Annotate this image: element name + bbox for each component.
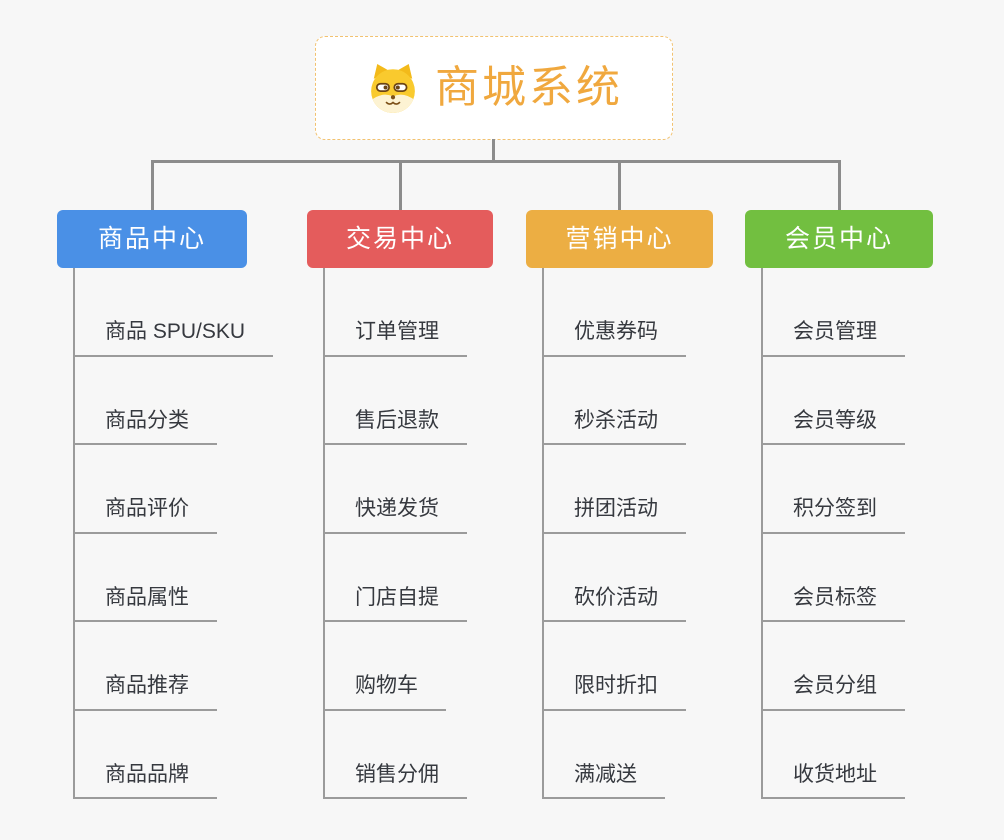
leaf-label: 商品评价 bbox=[73, 496, 217, 534]
branch-label: 交易中心 bbox=[345, 224, 454, 253]
branch-leaves: 商品 SPU/SKU 商品分类 商品评价 商品属性 商品推荐 商品品牌 bbox=[57, 268, 274, 799]
branch-3: 营销中心 优惠券码 秒杀活动 拼团活动 砍价活动 限时折扣 满减送 bbox=[526, 160, 713, 799]
leaf-label: 商品属性 bbox=[73, 585, 217, 622]
leaf-label: 收货地址 bbox=[761, 762, 905, 799]
branch-header[interactable]: 交易中心 bbox=[307, 210, 493, 268]
branch-drop-connector bbox=[398, 160, 402, 210]
leaf-label: 会员等级 bbox=[761, 408, 905, 445]
leaf-label: 砍价活动 bbox=[542, 585, 686, 622]
root-stem-connector bbox=[492, 139, 495, 163]
leaf-label: 秒杀活动 bbox=[542, 408, 686, 445]
leaf-node[interactable]: 商品属性 bbox=[57, 534, 273, 622]
branch-leaves: 优惠券码 秒杀活动 拼团活动 砍价活动 限时折扣 满减送 bbox=[526, 268, 713, 799]
leaf-label: 限时折扣 bbox=[542, 673, 686, 711]
leaf-label: 会员管理 bbox=[761, 319, 905, 357]
leaf-label: 商品 SPU/SKU bbox=[73, 319, 274, 357]
leaf-label: 会员标签 bbox=[761, 585, 905, 622]
leaf-node[interactable]: 销售分佣 bbox=[307, 711, 493, 799]
branch-drop-connector bbox=[837, 160, 841, 210]
leaf-node[interactable]: 积分签到 bbox=[745, 445, 933, 534]
leaf-node[interactable]: 拼团活动 bbox=[526, 445, 713, 534]
leaf-node[interactable]: 商品 SPU/SKU bbox=[57, 268, 274, 357]
leaf-node[interactable]: 商品评价 bbox=[57, 445, 273, 534]
leaf-node[interactable]: 砍价活动 bbox=[526, 534, 713, 622]
leaf-label: 会员分组 bbox=[761, 673, 905, 711]
leaf-node[interactable]: 商品分类 bbox=[57, 357, 273, 445]
branch-header[interactable]: 商品中心 bbox=[57, 210, 247, 268]
branch-drop-connector bbox=[618, 160, 621, 210]
branch-label: 会员中心 bbox=[784, 224, 893, 253]
leaf-node[interactable]: 快递发货 bbox=[307, 445, 493, 534]
leaf-label: 售后退款 bbox=[323, 408, 467, 445]
branch-bus-connector bbox=[151, 160, 840, 163]
leaf-node[interactable]: 订单管理 bbox=[307, 268, 493, 357]
branch-2: 交易中心 订单管理 售后退款 快递发货 门店自提 购物车 销售分佣 bbox=[307, 160, 493, 799]
leaf-label: 购物车 bbox=[323, 673, 446, 711]
branch-leaves: 订单管理 售后退款 快递发货 门店自提 购物车 销售分佣 bbox=[307, 268, 493, 799]
branch-leaves: 会员管理 会员等级 积分签到 会员标签 会员分组 收货地址 bbox=[745, 268, 933, 799]
leaf-node[interactable]: 满减送 bbox=[526, 711, 713, 799]
leaf-node[interactable]: 商品品牌 bbox=[57, 711, 273, 799]
leaf-node[interactable]: 会员等级 bbox=[745, 357, 933, 445]
branch-label: 营销中心 bbox=[565, 224, 674, 253]
leaf-node[interactable]: 会员分组 bbox=[745, 622, 933, 711]
leaf-node[interactable]: 收货地址 bbox=[745, 711, 933, 799]
branch-header[interactable]: 会员中心 bbox=[745, 210, 933, 268]
branch-4: 会员中心 会员管理 会员等级 积分签到 会员标签 会员分组 收货地址 bbox=[745, 160, 933, 799]
leaf-node[interactable]: 购物车 bbox=[307, 622, 493, 711]
leaf-node[interactable]: 优惠券码 bbox=[526, 268, 713, 357]
branch-1: 商品中心 商品 SPU/SKU 商品分类 商品评价 商品属性 商品推荐 商品品牌 bbox=[57, 160, 274, 799]
root-title: 商城系统 bbox=[435, 63, 623, 112]
dog-face-icon bbox=[371, 63, 415, 113]
leaf-label: 拼团活动 bbox=[542, 496, 686, 534]
leaf-label: 快递发货 bbox=[323, 496, 467, 534]
leaf-node[interactable]: 门店自提 bbox=[307, 534, 493, 622]
leaf-label: 门店自提 bbox=[323, 585, 467, 622]
leaf-label: 销售分佣 bbox=[323, 762, 467, 799]
leaf-label: 商品分类 bbox=[73, 408, 217, 445]
leaf-node[interactable]: 会员管理 bbox=[745, 268, 933, 357]
leaf-label: 商品品牌 bbox=[73, 762, 217, 799]
leaf-label: 订单管理 bbox=[323, 319, 467, 357]
leaf-node[interactable]: 售后退款 bbox=[307, 357, 493, 445]
leaf-label: 积分签到 bbox=[761, 496, 905, 534]
leaf-node[interactable]: 商品推荐 bbox=[57, 622, 273, 711]
leaf-label: 优惠券码 bbox=[542, 319, 686, 357]
leaf-node[interactable]: 秒杀活动 bbox=[526, 357, 713, 445]
leaf-label: 商品推荐 bbox=[73, 673, 217, 711]
branch-header[interactable]: 营销中心 bbox=[526, 210, 713, 268]
leaf-node[interactable]: 限时折扣 bbox=[526, 622, 713, 711]
root-node[interactable]: 商城系统 bbox=[315, 36, 673, 140]
branch-drop-connector bbox=[150, 160, 154, 210]
leaf-label: 满减送 bbox=[542, 762, 665, 799]
branch-label: 商品中心 bbox=[97, 224, 206, 253]
leaf-node[interactable]: 会员标签 bbox=[745, 534, 933, 622]
